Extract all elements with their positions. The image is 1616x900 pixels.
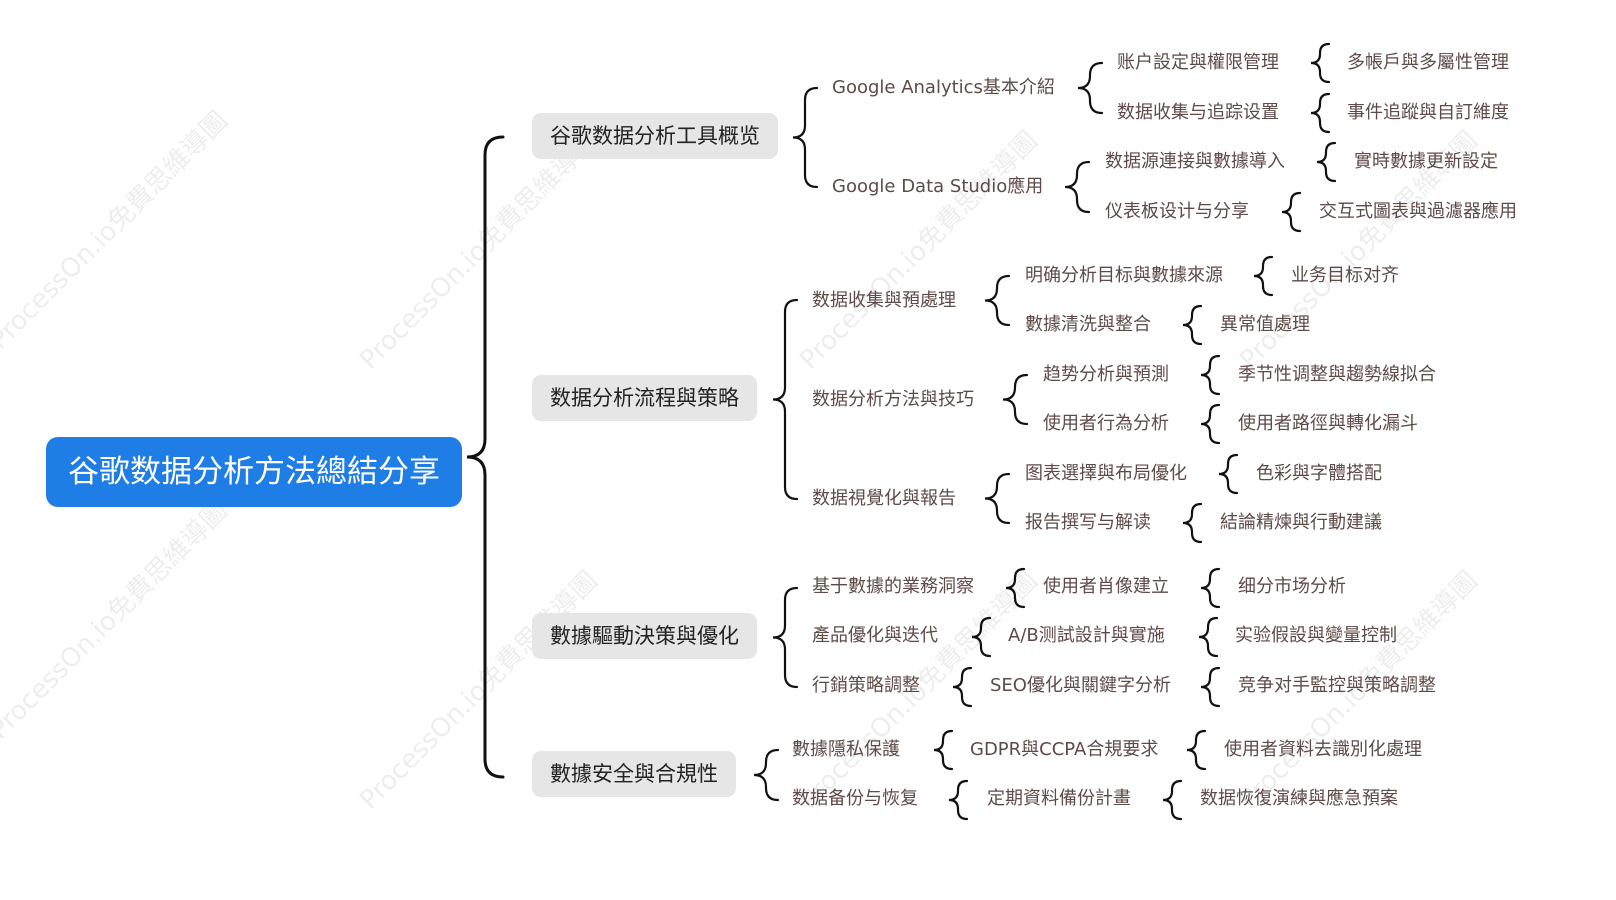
topic-define-goals[interactable]: 明确分析目标與數據來源: [1025, 265, 1223, 286]
brace-process: [772, 298, 799, 501]
branch-tools-overview[interactable]: 谷歌数据分析工具概览: [532, 113, 778, 159]
topic-ab-testing[interactable]: A/B测試設計與實施: [1008, 625, 1165, 646]
brace-datastudio: [1064, 160, 1091, 214]
brace-visual: [984, 472, 1011, 525]
topic-account-permissions[interactable]: 账户設定與權限管理: [1117, 52, 1279, 73]
brace-security: [753, 748, 780, 802]
topic-market-segmentation[interactable]: 细分市场分析: [1238, 576, 1346, 597]
brace-single-1: [1310, 92, 1331, 134]
topic-ga-intro[interactable]: Google Analytics基本介紹: [832, 77, 1055, 98]
topic-variable-control[interactable]: 实验假設與變量控制: [1235, 625, 1397, 646]
topic-source-connection[interactable]: 数据源連接與數據導入: [1105, 151, 1285, 172]
topic-multi-account[interactable]: 多帳戶與多屬性管理: [1347, 52, 1509, 73]
brace-single-14: [952, 666, 973, 708]
topic-interactive-charts[interactable]: 交互式圖表與過濾器應用: [1319, 201, 1517, 222]
brace-single-16: [933, 729, 954, 771]
topic-data-cleaning[interactable]: 數據清洗與整合: [1025, 314, 1151, 335]
brace-single-5: [1182, 304, 1203, 346]
topic-data-studio[interactable]: Google Data Studio應用: [832, 176, 1044, 197]
topic-chart-selection[interactable]: 图表選擇與布局優化: [1025, 463, 1187, 484]
topic-seasonal-adjust[interactable]: 季节性调整與趨勢線拟合: [1238, 364, 1436, 385]
brace-single-11: [1200, 567, 1221, 609]
topic-backup-plan[interactable]: 定期資料備份計畫: [987, 788, 1131, 809]
root-brace: [466, 135, 505, 779]
root-topic[interactable]: 谷歌数据分析方法總結分享: [46, 437, 462, 507]
brace-single-0: [1310, 42, 1331, 84]
brace-single-4: [1253, 255, 1274, 297]
brace-collection: [984, 274, 1011, 327]
brace-single-19: [1162, 779, 1183, 821]
brace-single-17: [1186, 729, 1207, 771]
brace-single-6: [1200, 354, 1221, 396]
topic-recovery-drill[interactable]: 数据恢復演練與應急預案: [1200, 788, 1398, 809]
brace-single-7: [1200, 403, 1221, 445]
topic-user-persona[interactable]: 使用者肖像建立: [1043, 576, 1169, 597]
branch-data-driven-decisions[interactable]: 數據驅動決策與優化: [532, 613, 757, 659]
topic-outlier-handling[interactable]: 異常值處理: [1220, 314, 1310, 335]
topic-deidentification[interactable]: 使用者資料去識別化處理: [1224, 739, 1422, 760]
topic-visualization-report[interactable]: 数据視覺化與報告: [812, 488, 956, 509]
brace-single-9: [1182, 502, 1203, 544]
topic-analysis-methods[interactable]: 数据分析方法與技巧: [812, 389, 974, 410]
topic-user-behavior[interactable]: 使用者行為分析: [1043, 413, 1169, 434]
topic-collection-tracking[interactable]: 数据收集与追踪设置: [1117, 102, 1279, 123]
brace-single-8: [1218, 453, 1239, 495]
brace-single-3: [1281, 191, 1302, 233]
topic-conclusion-actions[interactable]: 結論精煉與行動建議: [1220, 512, 1382, 533]
brace-tools: [792, 86, 819, 189]
topic-collection-preprocess[interactable]: 数据收集與預處理: [812, 290, 956, 311]
topic-event-tracking[interactable]: 事件追蹤與自訂維度: [1347, 102, 1509, 123]
topic-trend-analysis[interactable]: 趋势分析與預測: [1043, 364, 1169, 385]
topic-color-font[interactable]: 色彩與字體搭配: [1256, 463, 1382, 484]
brace-ga: [1077, 61, 1104, 115]
topic-gdpr-ccpa[interactable]: GDPR與CCPA合規要求: [970, 739, 1159, 760]
branch-analysis-process[interactable]: 数据分析流程與策略: [532, 375, 757, 421]
topic-competitor-monitoring[interactable]: 竞争对手監控與策略調整: [1238, 675, 1436, 696]
topic-product-iteration[interactable]: 產品優化與迭代: [812, 625, 938, 646]
topic-backup-recovery[interactable]: 数据备份与恢复: [792, 788, 918, 809]
topic-business-insight[interactable]: 基于數據的業務洞察: [812, 576, 974, 597]
brace-single-18: [948, 779, 969, 821]
brace-single-12: [971, 616, 992, 658]
brace-methods: [1002, 373, 1029, 426]
topic-marketing-strategy[interactable]: 行銷策略調整: [812, 675, 920, 696]
brace-single-10: [1005, 567, 1026, 609]
brace-single-15: [1200, 666, 1221, 708]
topic-dashboard-design[interactable]: 仪表板设计与分享: [1105, 201, 1249, 222]
topic-seo-keywords[interactable]: SEO優化與關鍵字分析: [990, 675, 1171, 696]
branch-data-security[interactable]: 數據安全與合規性: [532, 751, 736, 797]
topic-goal-alignment[interactable]: 业务目标对齐: [1291, 265, 1399, 286]
topic-user-funnel[interactable]: 使用者路徑與轉化漏斗: [1238, 413, 1418, 434]
brace-single-13: [1198, 616, 1219, 658]
brace-single-2: [1316, 141, 1337, 183]
topic-report-writing[interactable]: 报告撰写与解读: [1025, 512, 1151, 533]
brace-decisions: [772, 586, 799, 689]
topic-realtime-update[interactable]: 實時數據更新設定: [1354, 151, 1498, 172]
topic-data-privacy[interactable]: 數據隱私保護: [792, 739, 900, 760]
